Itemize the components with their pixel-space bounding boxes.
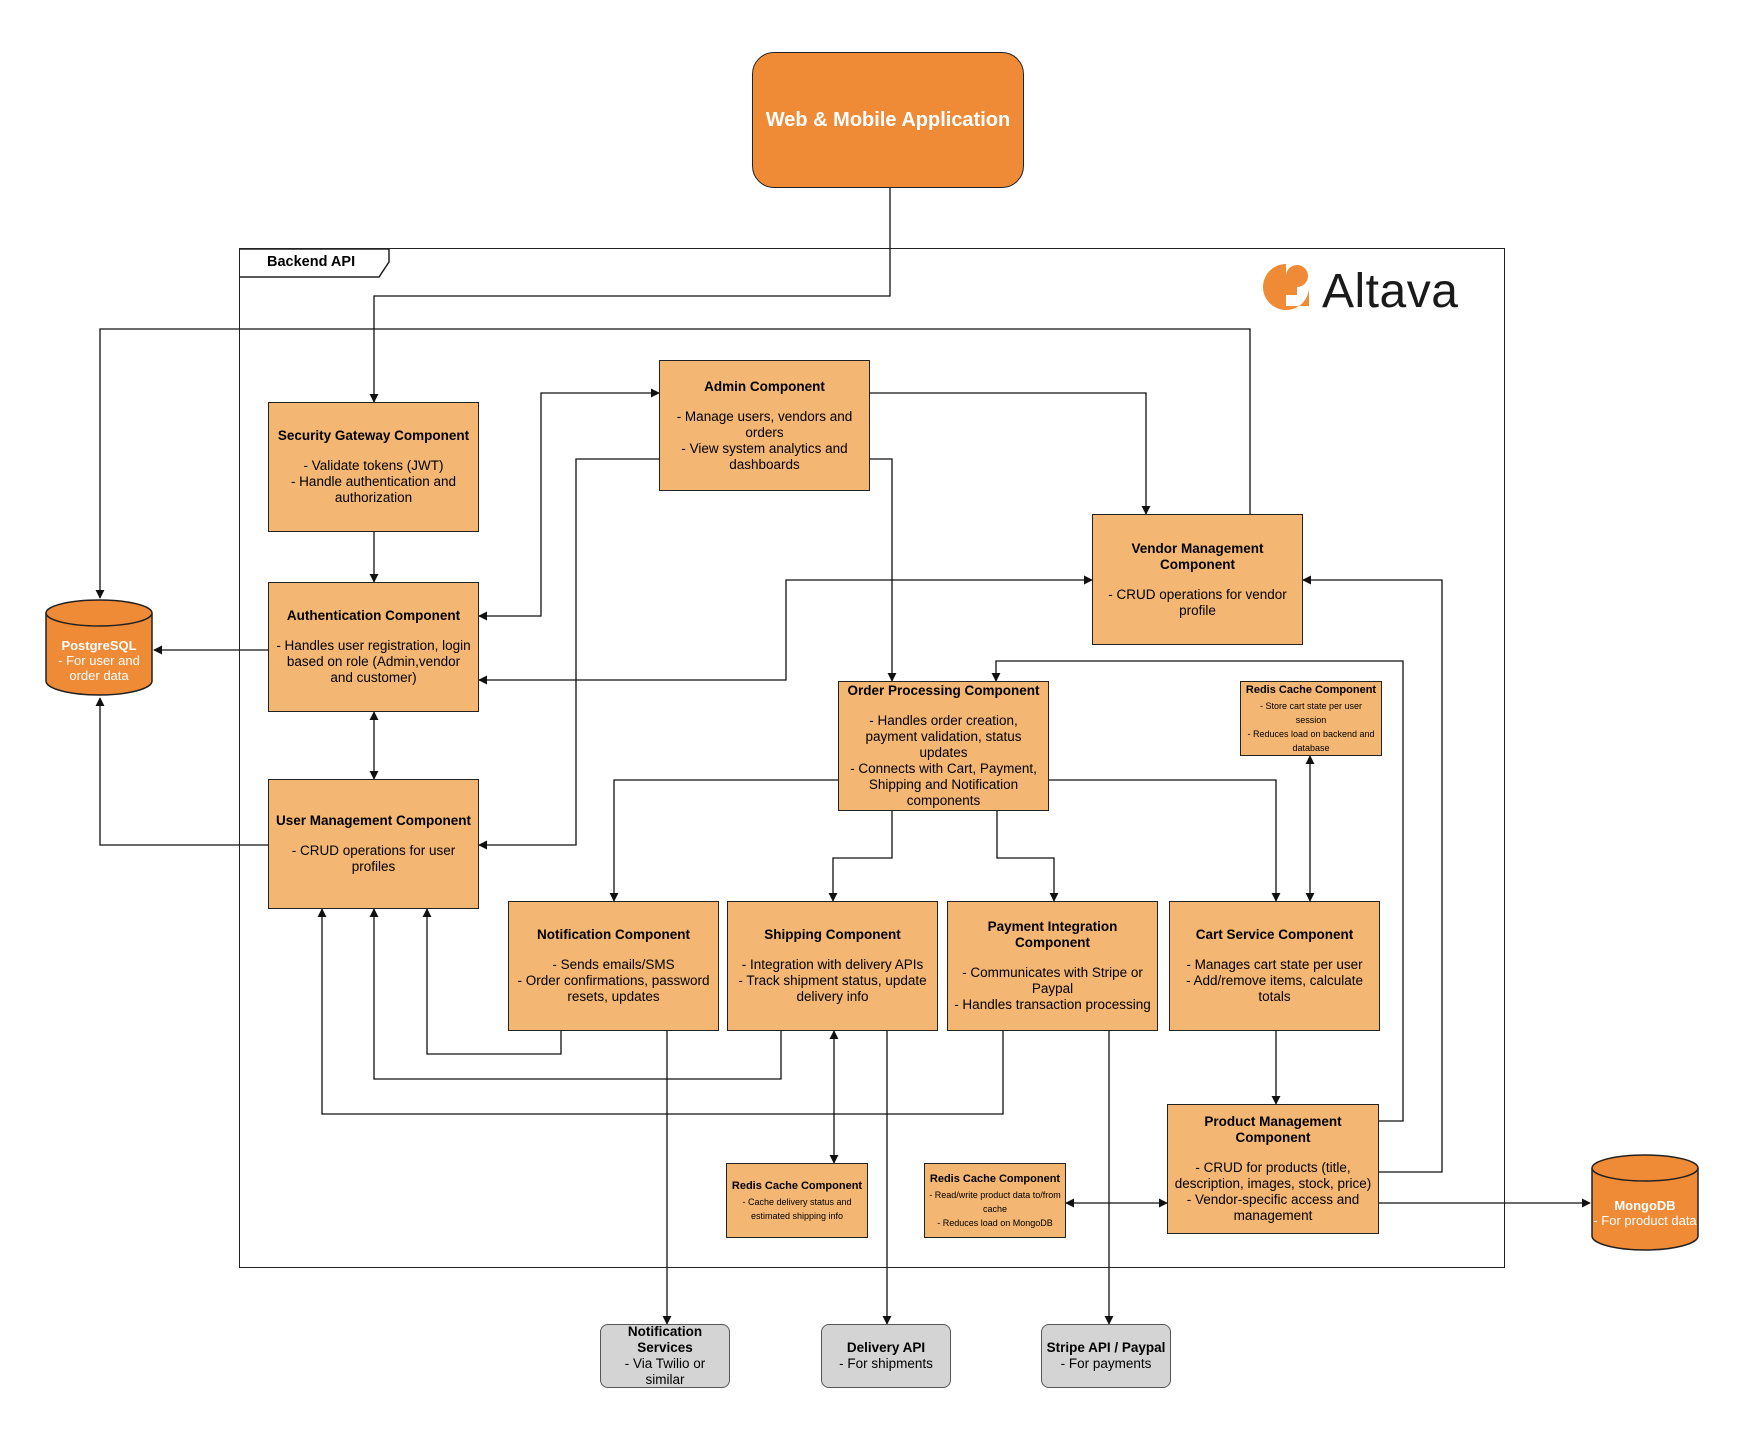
component-title: Product Management Component [1204,1114,1342,1145]
connector-product-to-order [991,660,1404,1122]
user-management-component[interactable]: User Management Component - CRUD operati… [268,779,479,909]
connector-shipping-to-user [369,908,782,1080]
component-description: - Store cart state per user session - Re… [1247,700,1375,753]
component-title: Vendor Management Component [1131,540,1264,572]
component-title: Notification Component [537,927,690,942]
component-description: - CRUD operations for user profiles [291,843,456,874]
component-description: - Sends emails/SMS - Order confirmations… [517,957,710,1004]
authentication-component[interactable]: Authentication Component - Handles user … [268,582,479,712]
connector-app-to-security [369,188,891,403]
component-title: Cart Service Component [1195,927,1354,942]
connector-order-to-notification [609,779,838,902]
redis-cache-cart-component[interactable]: Redis Cache Component - Store cart state… [1240,681,1382,756]
external-description: - For payments [1060,1356,1152,1371]
payment-integration-component[interactable]: Payment Integration Component - Communic… [947,901,1158,1031]
component-title: Redis Cache Component [731,1179,863,1192]
security-gateway-component[interactable]: Security Gateway Component - Validate to… [268,402,479,532]
backend-api-label: Backend API [267,254,356,270]
component-title: User Management Component [275,813,472,828]
admin-component[interactable]: Admin Component - Manage users, vendors … [659,360,870,491]
component-description: - Validate tokens (JWT) - Handle authent… [290,458,457,505]
component-description: - Handles order creation, payment valida… [850,713,1037,808]
redis-cache-product-component[interactable]: Redis Cache Component - Read/write produ… [924,1163,1066,1238]
database-description: - For product data [1593,1213,1697,1228]
external-description: - For shipments [839,1356,933,1371]
notification-component[interactable]: Notification Component - Sends emails/SM… [508,901,719,1031]
vendor-management-component[interactable]: Vendor Management Component - CRUD opera… [1092,514,1303,645]
delivery-api-external[interactable]: Delivery API - For shipments [821,1324,951,1388]
cart-service-component[interactable]: Cart Service Component - Manages cart st… [1169,901,1380,1031]
component-title: Admin Component [704,378,825,394]
component-description: - Read/write product data to/from cache … [929,1189,1061,1228]
notification-services-external[interactable]: Notification Services - Via Twilio or si… [600,1324,730,1388]
external-title: Notification Services [627,1324,703,1355]
component-title: Redis Cache Component [1245,683,1377,696]
connector-notification-to-user [422,908,562,1055]
database-cylinder-icon [1591,1154,1699,1251]
component-description: - Cache delivery status and estimated sh… [742,1196,852,1221]
redis-cache-shipping-component[interactable]: Redis Cache Component - Cache delivery s… [726,1163,868,1238]
connector-order-to-cart [1049,779,1281,902]
connector-payment-to-user [317,908,1004,1115]
altava-logo-icon [1263,264,1309,310]
shipping-component[interactable]: Shipping Component - Integration with de… [727,901,938,1031]
component-title: Payment Integration Component [987,919,1118,950]
component-description: - Manages cart state per user - Add/remo… [1185,957,1364,1004]
component-description: - Handles user registration, login based… [276,638,471,685]
mongodb-database[interactable]: MongoDB - For product data [1590,1153,1700,1253]
connector-user-to-postgres [95,697,268,846]
connector-admin-to-vendor [870,392,1151,515]
component-description: - Communicates with Stripe or Paypal - H… [954,965,1151,1012]
component-title: Security Gateway Component [277,428,470,443]
component-description: - Manage users, vendors and orders - Vie… [676,408,853,472]
database-description: - For user and order data [58,653,140,683]
connector-order-to-payment [996,811,1059,902]
connector-product-to-vendor [1302,575,1443,1173]
backend-api-frame-tab [240,248,390,278]
product-management-component[interactable]: Product Management Component - CRUD for … [1167,1104,1379,1234]
stripe-paypal-external[interactable]: Stripe API / Paypal - For payments [1041,1324,1171,1388]
component-title: Redis Cache Component [929,1172,1061,1185]
component-description: - Integration with delivery APIs - Track… [738,957,927,1004]
database-title: MongoDB [1614,1198,1676,1213]
component-description: - CRUD operations for vendor profile [1108,586,1287,618]
connector-order-to-shipping [828,811,893,902]
database-title: PostgreSQL [61,638,137,653]
connector-auth-vendor [478,575,1093,685]
component-title: Shipping Component [764,927,901,942]
external-description: - Via Twilio or similar [624,1356,706,1387]
component-title: Authentication Component [286,608,461,623]
database-cylinder-icon [45,599,153,696]
web-mobile-app-node[interactable]: Web & Mobile Application [752,52,1024,188]
backend-api-frame [239,248,1505,1268]
altava-logo-text: Altava [1322,265,1459,318]
external-title: Stripe API / Paypal [1046,1340,1166,1355]
external-title: Delivery API [846,1340,926,1355]
connector-vendor-to-postgres [95,328,1251,599]
component-title: Order Processing Component [847,683,1040,698]
postgresql-database[interactable]: PostgreSQL - For user and order data [44,598,154,698]
component-description: - CRUD for products (title, description,… [1174,1160,1372,1223]
order-processing-component[interactable]: Order Processing Component - Handles ord… [838,681,1049,811]
